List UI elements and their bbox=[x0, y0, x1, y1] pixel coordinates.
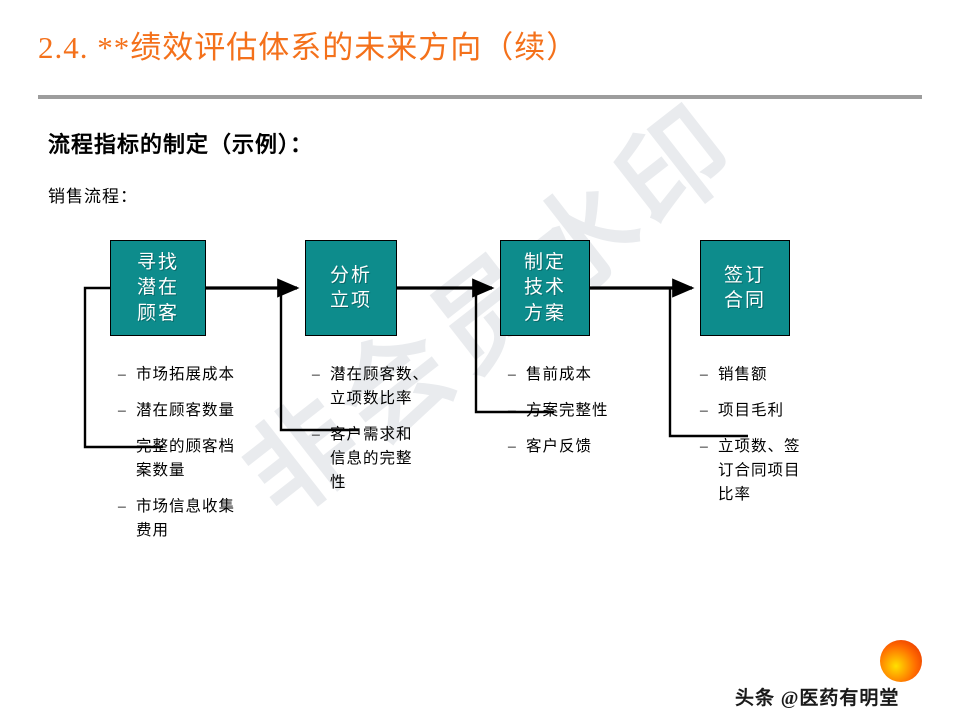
metric-text: 售前成本 bbox=[526, 366, 593, 383]
bullet-dash: – bbox=[700, 438, 709, 456]
bullet-dash: – bbox=[118, 402, 127, 420]
list-item: – 潜在顾客数量 bbox=[118, 399, 278, 423]
process-box-line: 合同 bbox=[723, 290, 766, 311]
section-heading: 流程指标的制定（示例）： bbox=[48, 132, 314, 157]
metric-text: 销售额 bbox=[718, 366, 768, 383]
bullet-dash: – bbox=[508, 438, 517, 456]
process-box-line: 方案 bbox=[523, 302, 566, 324]
list-item: – 立项数、签 订合同项目 比率 bbox=[700, 435, 860, 507]
process-box-line: 顾客 bbox=[136, 302, 179, 324]
list-item: – 市场信息收集 费用 bbox=[118, 495, 278, 543]
process-box-line: 立项 bbox=[329, 290, 372, 311]
metric-list-tech-proposal: – 售前成本 – 方案完整性 – 客户反馈 bbox=[508, 363, 658, 471]
bullet-dash: – bbox=[312, 426, 321, 444]
list-item: – 市场拓展成本 bbox=[118, 363, 278, 387]
metric-text: 潜在顾客数量 bbox=[136, 402, 236, 420]
bullet-dash: – bbox=[312, 366, 321, 383]
footer-brand-text: 头条 @医药有明堂 bbox=[735, 688, 900, 709]
watermark-text: 非会员水印 bbox=[224, 83, 763, 541]
process-label: 销售流程： bbox=[48, 187, 138, 206]
metric-list-analyze-project: – 潜在顾客数、 立项数比率 – 客户需求和 信息的完整 性 bbox=[312, 363, 464, 507]
list-item: – 客户反馈 bbox=[508, 435, 658, 459]
metric-text: 潜在顾客数、 立项数比率 bbox=[330, 366, 430, 408]
metric-text: 完整的顾客档 案数量 bbox=[136, 438, 236, 480]
process-box-find-prospects[interactable]: 寻找 潜在 顾客 bbox=[110, 240, 206, 336]
list-item: – 完整的顾客档 案数量 bbox=[118, 435, 278, 483]
orange-sphere-logo-icon bbox=[880, 640, 922, 682]
list-item: – 潜在顾客数、 立项数比率 bbox=[312, 363, 464, 411]
list-item: – 方案完整性 bbox=[508, 399, 658, 423]
metric-text: 市场信息收集 费用 bbox=[136, 498, 236, 540]
list-item: – 客户需求和 信息的完整 性 bbox=[312, 423, 464, 495]
process-box-line: 潜在 bbox=[136, 277, 179, 299]
bullet-dash: – bbox=[118, 438, 127, 456]
bullet-dash: – bbox=[508, 366, 517, 383]
page-title: 2.4. **绩效评估体系的未来方向（续） bbox=[38, 30, 579, 65]
metric-text: 市场拓展成本 bbox=[136, 366, 236, 383]
bullet-dash: – bbox=[700, 402, 709, 420]
metric-text: 立项数、签 订合同项目 比率 bbox=[718, 438, 801, 504]
title-divider bbox=[38, 95, 922, 99]
process-box-line: 签订 bbox=[723, 264, 766, 286]
process-box-analyze-project[interactable]: 分析 立项 bbox=[305, 240, 397, 336]
process-box-line: 技术 bbox=[523, 277, 566, 299]
list-item: – 销售额 bbox=[700, 363, 860, 387]
process-box-line: 分析 bbox=[329, 264, 372, 286]
bullet-dash: – bbox=[508, 402, 517, 420]
process-box-line: 寻找 bbox=[136, 252, 179, 274]
metric-text: 客户需求和 信息的完整 性 bbox=[330, 426, 413, 492]
bullet-dash: – bbox=[118, 498, 127, 516]
process-box-line: 制定 bbox=[523, 252, 566, 274]
metric-list-sign-contract: – 销售额 – 项目毛利 – 立项数、签 订合同项目 比率 bbox=[700, 363, 860, 519]
list-item: – 项目毛利 bbox=[700, 399, 860, 423]
bullet-dash: – bbox=[700, 366, 709, 383]
list-item: – 售前成本 bbox=[508, 363, 658, 387]
process-box-sign-contract[interactable]: 签订 合同 bbox=[700, 240, 790, 336]
process-box-tech-proposal[interactable]: 制定 技术 方案 bbox=[500, 240, 590, 336]
metric-text: 客户反馈 bbox=[526, 438, 593, 456]
bullet-dash: – bbox=[118, 366, 127, 383]
metric-list-find-prospects: – 市场拓展成本 – 潜在顾客数量 – 完整的顾客档 案数量 – 市场信息收集 … bbox=[118, 363, 278, 555]
metric-text: 项目毛利 bbox=[718, 402, 785, 420]
metric-text: 方案完整性 bbox=[526, 402, 609, 420]
